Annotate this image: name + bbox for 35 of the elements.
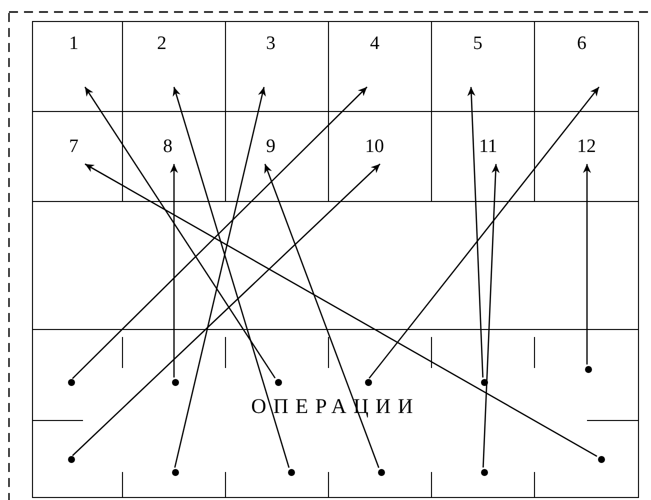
number-label: 10 — [365, 137, 384, 164]
number-label: 12 — [577, 137, 596, 164]
connection-dot — [68, 456, 74, 462]
number-label: 5 — [467, 34, 482, 87]
connection-dot — [364, 378, 372, 386]
arrow — [84, 163, 598, 457]
arrow — [482, 164, 500, 468]
arrow — [84, 86, 276, 378]
number-label: 3 — [260, 34, 276, 87]
number-label: 9 — [261, 137, 276, 164]
connection-dot — [480, 468, 488, 476]
arrow — [264, 164, 380, 468]
arrow — [172, 86, 290, 468]
connection-dot — [274, 378, 282, 386]
connection-dot — [172, 378, 178, 386]
arrow — [170, 164, 178, 378]
connection-dot — [172, 468, 178, 476]
number-label: 6 — [577, 34, 603, 87]
number-label: 11 — [479, 137, 500, 164]
arrow — [467, 86, 484, 378]
arrow — [72, 86, 368, 379]
arrow — [174, 86, 266, 468]
number-label: 1 — [69, 34, 89, 87]
arrow — [72, 164, 380, 456]
number-label: 4 — [363, 34, 380, 87]
arrow — [368, 86, 600, 379]
arrow — [582, 164, 592, 364]
connection-dot — [288, 468, 294, 476]
connection-dot — [68, 378, 74, 386]
connection-dot — [378, 468, 384, 476]
number-label: 7 — [69, 137, 89, 164]
connection-dot — [584, 366, 592, 372]
number-label: 2 — [157, 34, 178, 87]
number-label: 8 — [163, 137, 178, 164]
connection-dot — [598, 456, 604, 462]
